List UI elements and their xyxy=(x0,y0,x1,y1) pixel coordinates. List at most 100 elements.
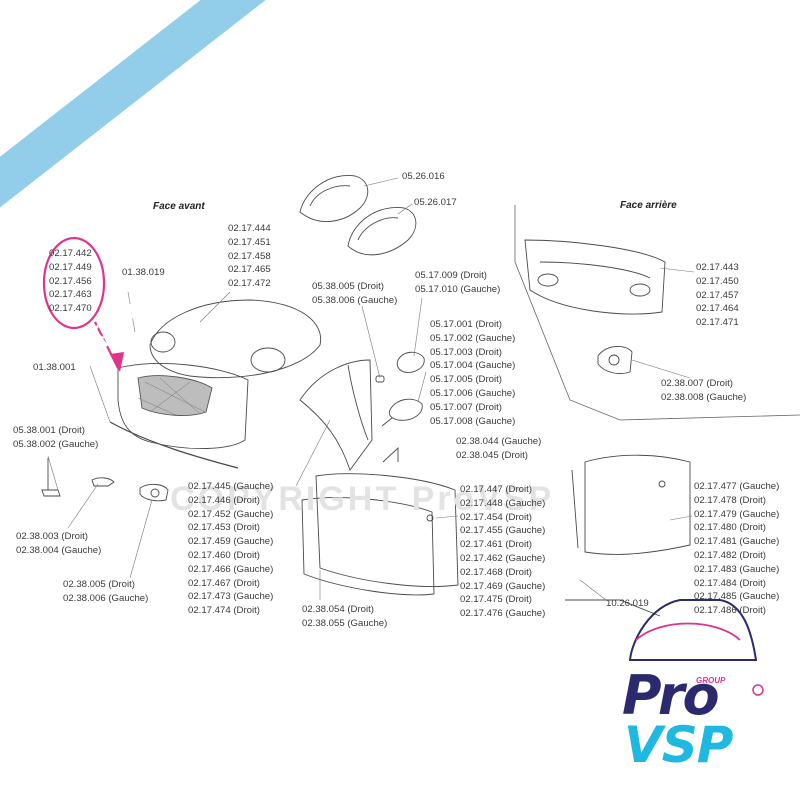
hood-part xyxy=(149,299,322,379)
part-number-line: 02.17.484 (Droit) xyxy=(694,577,766,589)
grille-part xyxy=(137,375,213,416)
hood-lamp-left xyxy=(150,331,176,353)
part-number-line: 05.17.009 (Droit) xyxy=(415,270,487,281)
part-number-line: 02.17.473 (Gauche) xyxy=(188,591,274,603)
part-number-line: 02.17.475 (Droit) xyxy=(460,594,532,606)
part-number-line: 02.38.004 (Gauche) xyxy=(16,544,102,556)
part-label-fog-bracket: 05.38.001 (Droit) 05.38.002 (Gauche) xyxy=(13,424,98,452)
part-number-line: 02.38.045 (Droit) xyxy=(456,449,528,461)
part-number-line: 05.17.005 (Droit) xyxy=(430,374,502,386)
part-number-line: 02.17.458 xyxy=(228,250,271,262)
part-number-line: 05.38.002 (Gauche) xyxy=(13,438,99,450)
hood-lamp-right xyxy=(250,347,286,373)
logo-pro-text: Pro xyxy=(622,664,720,727)
front-bumper-part xyxy=(117,363,249,449)
part-number-line: 02.38.008 (Gauche) xyxy=(661,391,747,403)
part-number-line: 02.17.468 (Droit) xyxy=(460,566,532,578)
part-number-line: 01.38.001 xyxy=(33,362,76,373)
part-number-line: 02.17.472 xyxy=(228,278,271,290)
part-number-line: 02.17.465 xyxy=(228,264,271,276)
part-number-line: 02.17.453 (Droit) xyxy=(188,522,260,534)
part-number-line: 02.17.476 (Gauche) xyxy=(460,608,546,620)
part-number-line: 02.17.482 (Droit) xyxy=(694,549,766,561)
part-number-line: 05.17.003 (Droit) xyxy=(430,346,502,358)
part-number-line: 02.17.466 (Gauche) xyxy=(188,563,274,575)
part-number-line: 05.38.006 (Gauche) xyxy=(312,294,398,306)
part-number-line: 02.17.459 (Gauche) xyxy=(188,536,274,548)
part-number-line: 02.38.005 (Droit) xyxy=(63,579,135,590)
headlight-part-2 xyxy=(347,206,417,256)
part-number-line: 02.17.486 (Droit) xyxy=(694,605,766,617)
part-number-line: 02.17.478 (Droit) xyxy=(694,494,766,506)
part-label-door-seal: 02.38.054 (Droit)02.38.055 (Gauche) xyxy=(302,603,387,631)
part-number-line: 05.38.001 (Droit) xyxy=(13,425,85,436)
part-number-line: 02.17.477 (Gauche) xyxy=(694,481,780,492)
part-number-line: 05.17.002 (Gauche) xyxy=(430,332,516,344)
fog-trim-part xyxy=(91,477,115,487)
part-number-line: 02.17.446 (Droit) xyxy=(188,494,260,506)
part-number-line: 02.17.471 xyxy=(696,317,739,329)
copyright-watermark: COPYRIGHT ProVSP xyxy=(170,480,555,518)
part-label-grille: 01.38.001 xyxy=(33,361,76,375)
part-number-line: 02.17.452 (Gauche) xyxy=(188,508,274,520)
part-number-line: 02.17.467 (Droit) xyxy=(188,577,260,589)
part-label-fender: 02.17.445 (Gauche) 02.17.446 (Droit) 02.17… xyxy=(188,480,273,618)
part-number-line: 02.17.442 xyxy=(49,248,92,259)
part-number-line: 02.17.469 (Gauche) xyxy=(460,580,546,592)
part-label-rear-door: 02.17.477 (Gauche) 02.17.478 (Droit) 02.17… xyxy=(694,480,779,618)
part-number-line: 02.17.444 xyxy=(228,223,271,234)
door-seal-part xyxy=(301,497,435,596)
part-number-line: 02.17.481 (Gauche) xyxy=(694,536,780,548)
part-number-line: 02.17.479 (Gauche) xyxy=(694,508,780,520)
part-number-line: 02.38.006 (Gauche) xyxy=(63,592,149,604)
part-number-line: 02.17.455 (Gauche) xyxy=(460,525,546,537)
part-number-line: 02.38.054 (Droit) xyxy=(302,604,374,615)
front-section-title: Face avant xyxy=(153,201,205,212)
logo-vsp-text: VSP xyxy=(624,716,733,774)
part-number-line: 02.17.454 (Droit) xyxy=(460,511,532,523)
part-number-line: 02.17.448 (Gauche) xyxy=(460,497,546,509)
part-number-line: 02.17.470 xyxy=(49,303,92,315)
part-label-rear-reflector: 02.38.007 (Droit) 02.38.008 (Gauche) xyxy=(661,377,746,405)
part-number-line: 02.17.445 (Gauche) xyxy=(188,481,274,492)
part-number-line: 05.17.006 (Gauche) xyxy=(430,387,516,399)
part-label-headlight-2: 05.26.017 xyxy=(414,196,457,210)
part-number-line: 02.17.461 (Droit) xyxy=(460,539,532,551)
highlight-circle xyxy=(42,236,106,330)
part-number-line: 02.17.456 xyxy=(49,275,92,287)
part-number-line: 02.38.044 (Gauche) xyxy=(456,436,542,447)
part-label-front-door: 02.17.447 (Droit) 02.17.448 (Gauche) 02.17… xyxy=(460,483,545,621)
part-number-line: 05.17.008 (Gauche) xyxy=(430,415,516,427)
part-label-mirror-cover: 05.17.009 (Droit)05.17.010 (Gauche) xyxy=(415,269,500,297)
part-number-line: 05.26.017 xyxy=(414,197,457,208)
logo-group-text: GROUP xyxy=(696,676,726,685)
sill-trim-part xyxy=(565,599,661,617)
part-number-line: 02.38.007 (Droit) xyxy=(661,378,733,389)
fog-bracket-part xyxy=(41,489,61,497)
part-number-line: 02.17.460 (Droit) xyxy=(188,549,260,561)
part-number-line: 02.17.464 xyxy=(696,303,739,315)
part-number-line: 05.17.007 (Droit) xyxy=(430,401,502,413)
part-number-line: 02.17.447 (Droit) xyxy=(460,484,532,495)
rear-door-part xyxy=(584,454,691,555)
part-number-line: 05.26.016 xyxy=(402,171,445,182)
part-number-line: 02.17.463 xyxy=(49,289,92,301)
mirror-cover-part xyxy=(396,351,425,373)
part-number-line: 02.17.474 (Droit) xyxy=(188,605,260,617)
repeater-part xyxy=(375,375,385,383)
part-number-line: 05.17.001 (Droit) xyxy=(430,319,502,330)
part-number-line: 05.38.005 (Droit) xyxy=(312,281,384,292)
rear-section-title: Face arrière xyxy=(620,200,677,211)
part-number-line: 02.17.480 (Droit) xyxy=(694,522,766,534)
headlight-part-1 xyxy=(299,175,369,222)
part-number-line: 02.17.457 xyxy=(696,289,739,301)
fog-cover-part xyxy=(139,483,169,502)
rear-reflector-part xyxy=(597,346,633,375)
part-number-line: 02.17.462 (Gauche) xyxy=(460,552,546,564)
rear-bumper-part xyxy=(524,239,666,315)
part-label-mirror: 05.17.001 (Droit) 05.17.002 (Gauche) 05.17… xyxy=(430,318,515,428)
